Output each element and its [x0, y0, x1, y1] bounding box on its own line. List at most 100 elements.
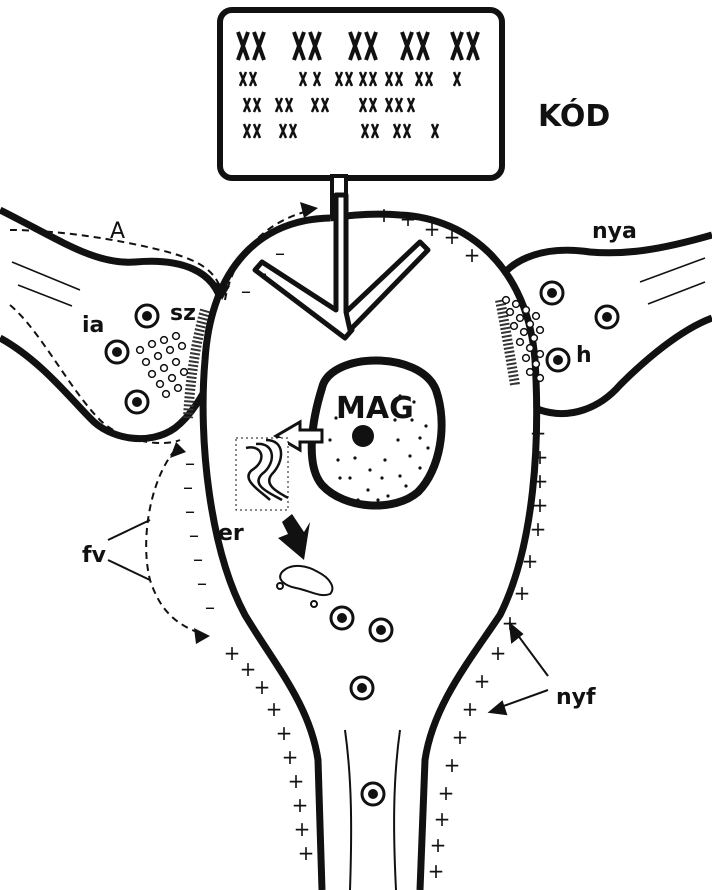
minus-sign: –	[183, 475, 193, 499]
minus-sign: –	[193, 547, 203, 571]
nucleus-dot	[368, 468, 371, 471]
plus-sign: +	[376, 203, 393, 227]
small-vesicle	[527, 369, 534, 376]
nucleus-dot	[398, 474, 401, 477]
nucleus-dot	[336, 458, 339, 461]
nucleus-label: MAG	[336, 391, 414, 426]
small-vesicle	[517, 315, 524, 322]
nucleolus	[352, 425, 374, 447]
small-vesicle	[149, 371, 156, 378]
nucleus-dot	[386, 494, 389, 497]
nucleus-dot	[418, 436, 421, 439]
nucleus-dot	[348, 476, 351, 479]
small-vesicle	[527, 345, 534, 352]
nucleus-dot	[404, 484, 407, 487]
plus-sign: +	[224, 641, 241, 665]
plus-sign: +	[444, 225, 461, 249]
nucleus-dot	[383, 458, 386, 461]
plus-sign: +	[434, 807, 451, 831]
small-vesicle	[523, 307, 530, 314]
nucleus-dot	[356, 498, 359, 501]
small-vesicle	[511, 323, 518, 330]
nyf-arrows	[490, 624, 548, 714]
plus-sign: +	[464, 243, 481, 267]
plus-sign: +	[532, 469, 549, 493]
vesicle-core	[368, 789, 378, 799]
small-vesicle	[503, 297, 510, 304]
plus-sign: +	[254, 675, 271, 699]
nucleus-dot	[338, 476, 341, 479]
small-vesicle	[161, 365, 168, 372]
label-nyf: nyf	[556, 685, 596, 710]
fv-leaders	[108, 520, 150, 580]
nucleus-dot	[328, 438, 331, 441]
nucleus-dot	[418, 466, 421, 469]
small-vesicle	[537, 375, 544, 382]
nucleus-dot	[396, 438, 399, 441]
plus-sign: +	[282, 745, 299, 769]
label-ia: ia	[82, 313, 104, 338]
vesicle-core	[376, 625, 386, 635]
minus-sign: –	[185, 451, 195, 475]
plus-sign: +	[444, 753, 461, 777]
nucleus-dot	[353, 456, 356, 459]
minus-sign: –	[257, 261, 267, 285]
small-vesicle	[175, 385, 182, 392]
vesicle-core	[547, 288, 557, 298]
small-vesicle	[513, 301, 520, 308]
vesicle-core	[337, 613, 347, 623]
vesicle-core	[357, 683, 367, 693]
vesicle-core	[142, 311, 152, 321]
plus-sign: +	[276, 721, 293, 745]
plus-sign: +	[530, 421, 547, 445]
small-vesicle	[169, 375, 176, 382]
nucleus-dot	[408, 454, 411, 457]
small-vesicle	[533, 361, 540, 368]
small-vesicle	[155, 353, 162, 360]
plus-sign: +	[452, 725, 469, 749]
small-vesicle	[527, 321, 534, 328]
plus-sign: +	[532, 493, 549, 517]
plus-sign: +	[474, 669, 491, 693]
minus-sign: –	[275, 241, 285, 265]
small-vesicle	[533, 313, 540, 320]
small-vesicle	[537, 327, 544, 334]
plus-sign: +	[288, 769, 305, 793]
small-vesicle	[521, 329, 528, 336]
code-box: KÓD	[220, 10, 610, 216]
label-sz: sz	[170, 301, 196, 326]
minus-sign: –	[241, 279, 251, 303]
label-h: h	[576, 343, 592, 368]
small-vesicle	[167, 347, 174, 354]
label-nya: nya	[592, 219, 637, 244]
plus-sign: +	[490, 641, 507, 665]
plus-sign: +	[522, 549, 539, 573]
small-vesicle	[137, 347, 144, 354]
plus-sign: +	[430, 833, 447, 857]
small-vesicle	[179, 343, 186, 350]
plus-sign: +	[530, 517, 547, 541]
minus-sign: –	[205, 595, 215, 619]
plus-sign: +	[428, 859, 445, 883]
vesicle-core	[132, 397, 142, 407]
plus-sign: +	[424, 217, 441, 241]
plus-sign: +	[292, 793, 309, 817]
minus-sign: –	[189, 523, 199, 547]
plus-sign: +	[400, 207, 417, 231]
label-er: er	[218, 521, 244, 546]
nucleus-dot	[424, 424, 427, 427]
plus-sign: +	[514, 581, 531, 605]
plus-sign: +	[532, 445, 549, 469]
small-vesicle	[149, 341, 156, 348]
vesicle-core	[112, 347, 122, 357]
code-label: KÓD	[538, 97, 610, 134]
nucleus-dot	[376, 498, 379, 501]
plus-sign: +	[502, 611, 519, 635]
nucleus-dot	[366, 488, 369, 491]
small-vesicle	[143, 359, 150, 366]
small-vesicle	[181, 369, 188, 376]
small-vesicle	[173, 333, 180, 340]
vesicle-core	[602, 312, 612, 322]
nucleus-dot	[380, 476, 383, 479]
